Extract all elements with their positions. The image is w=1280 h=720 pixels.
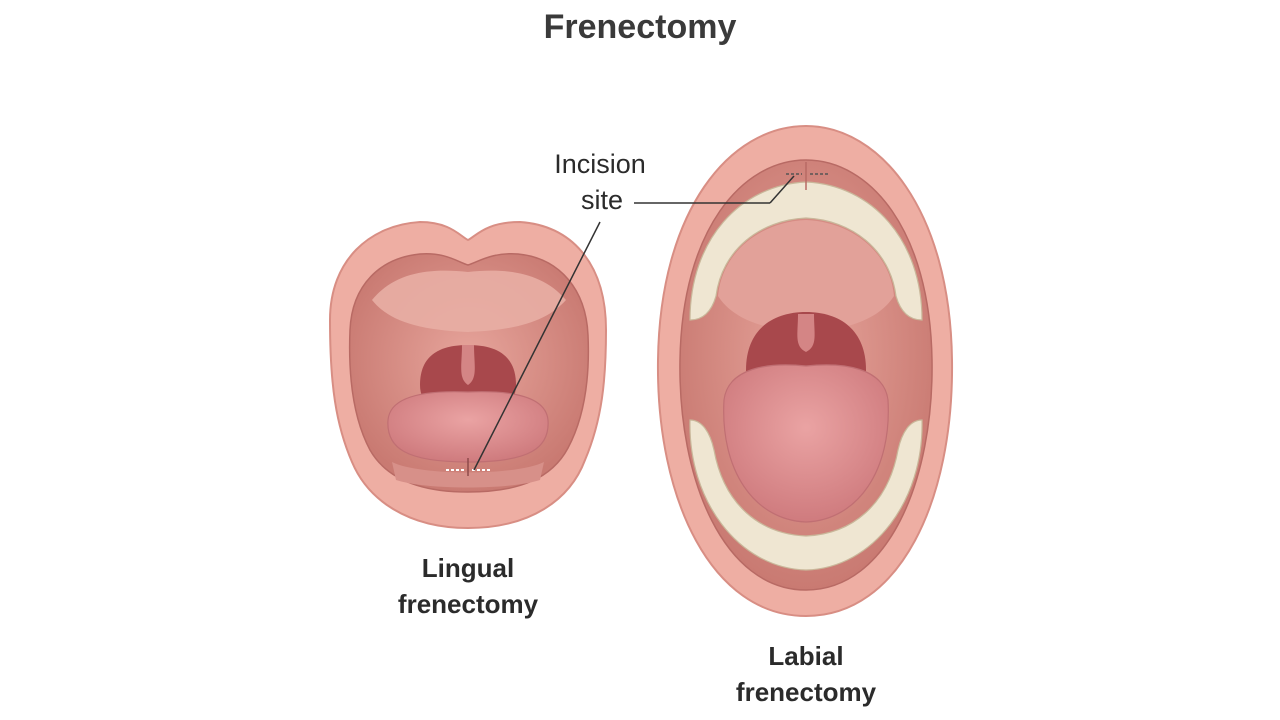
labial-mouth (656, 124, 954, 618)
incision-site-label: Incision site (554, 149, 646, 215)
labial-palate (718, 220, 894, 332)
lingual-frenectomy-label: Lingual frenectomy (397, 553, 539, 619)
labial-uvula (797, 314, 815, 352)
labial-lower-teeth (689, 419, 923, 571)
lingual-mouth (328, 220, 608, 530)
lingual-palate (372, 270, 566, 332)
page-title: Frenectomy (543, 8, 737, 46)
labial-tongue (723, 364, 889, 523)
callout-line-lingual (473, 221, 601, 471)
labial-frenectomy-label: Labial frenectomy (735, 641, 877, 707)
labial-upper-teeth (689, 181, 923, 321)
lingual-uvula (461, 345, 475, 385)
lingual-tongue (387, 391, 549, 463)
